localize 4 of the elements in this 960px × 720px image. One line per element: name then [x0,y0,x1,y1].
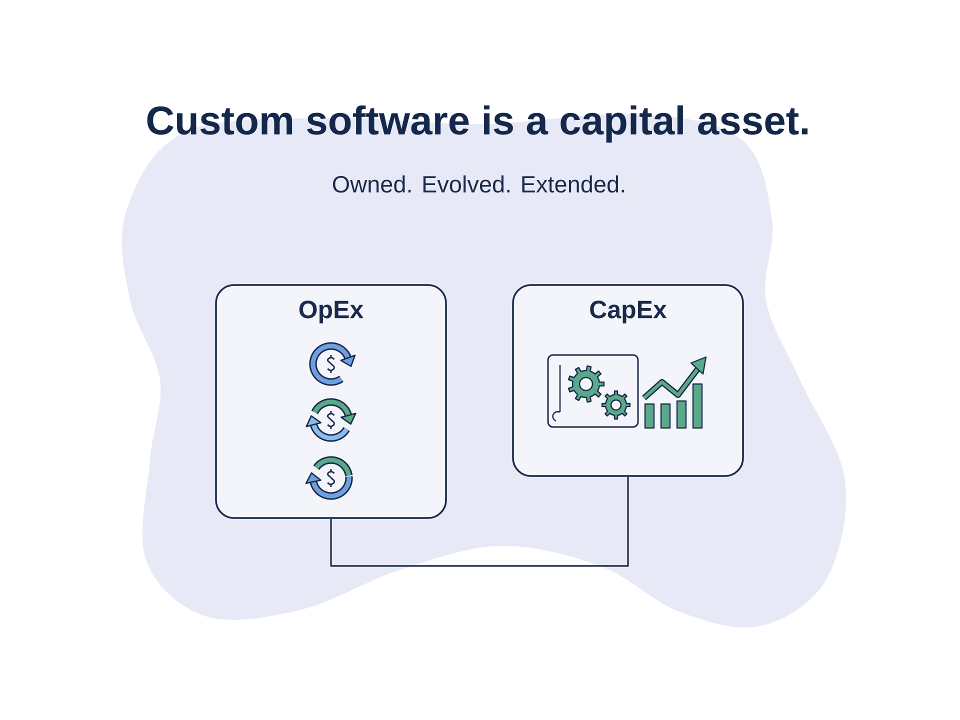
category-box: OpEx [215,284,447,519]
connector-line [330,476,629,567]
subtitle: Owned. Evolved. Extended. [332,175,624,193]
title: Custom software is a capital asset. [147,105,808,143]
